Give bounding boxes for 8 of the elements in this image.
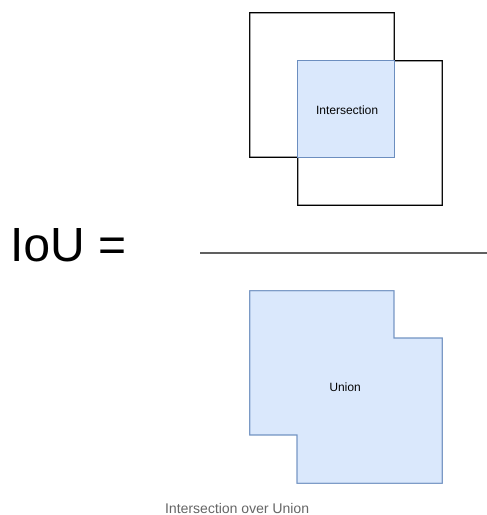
square-outline [249, 12, 395, 158]
overlap-region [297, 60, 395, 158]
region-label: Union [329, 380, 361, 394]
formula-text: IoU = [10, 220, 126, 273]
union-region [249, 290, 443, 484]
square-outline [297, 60, 443, 206]
caption: Intersection over Union [165, 500, 309, 515]
region-label: Intersection [316, 103, 378, 117]
